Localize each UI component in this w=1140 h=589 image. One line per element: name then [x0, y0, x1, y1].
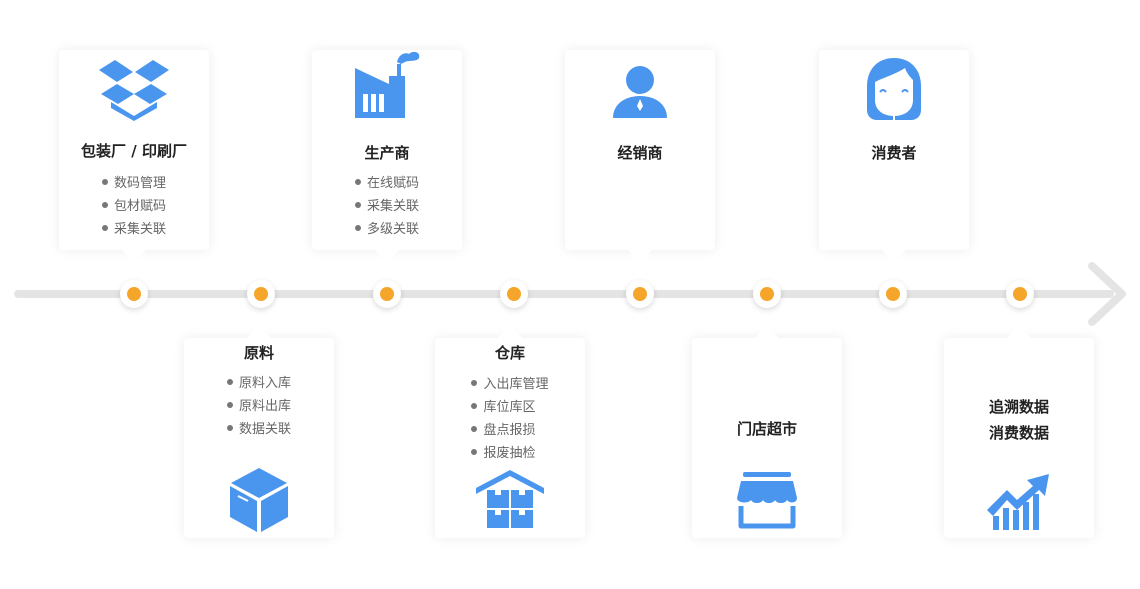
stage-feature-list: 入出库管理 库位库区 盘点报损 报废抽检 [435, 373, 585, 465]
feature-item: 原料入库 [227, 372, 291, 395]
feature-item: 采集关联 [102, 218, 166, 241]
open-box-icon [59, 60, 209, 122]
stage-feature-list: 在线赋码 采集关联 多级关联 [312, 172, 462, 241]
arrow-right-icon [1088, 262, 1126, 326]
timeline-node-7 [879, 280, 907, 308]
feature-item: 报废抽检 [471, 442, 548, 465]
feature-item: 盘点报损 [471, 419, 548, 442]
cube-icon [184, 468, 334, 532]
consumer-face-icon [819, 58, 969, 120]
stage-card-packaging: 包装厂 / 印刷厂 数码管理 包材赋码 采集关联 [59, 50, 209, 262]
feature-item: 库位库区 [471, 396, 548, 419]
feature-item: 采集关联 [355, 195, 419, 218]
stage-card-raw-materials: 原料 原料入库 原料出库 数据关联 [184, 326, 334, 538]
timeline-node-4 [500, 280, 528, 308]
stage-feature-list: 原料入库 原料出库 数据关联 [184, 372, 334, 441]
stage-title-line-2: 消费数据 [988, 424, 1049, 442]
feature-item: 数码管理 [102, 172, 166, 195]
stage-card-warehouse: 仓库 入出库管理 库位库区 盘点报损 报废抽检 [435, 326, 585, 538]
timeline-node-2 [247, 280, 275, 308]
stage-title: 原料 [243, 344, 274, 362]
timeline-node-6 [753, 280, 781, 308]
feature-item: 在线赋码 [355, 172, 419, 195]
stage-card-manufacturer: 生产商 在线赋码 采集关联 多级关联 [312, 50, 462, 262]
feature-item: 数据关联 [227, 418, 291, 441]
feature-item: 入出库管理 [471, 373, 548, 396]
timeline-node-5 [626, 280, 654, 308]
warehouse-icon [435, 470, 585, 530]
stage-title: 包装厂 / 印刷厂 [81, 142, 187, 160]
business-person-icon [565, 66, 715, 120]
stage-card-store: 门店超市 [692, 326, 842, 538]
stage-title: 经销商 [617, 144, 663, 162]
feature-item: 包材赋码 [102, 195, 166, 218]
stage-card-distributor: 经销商 [565, 50, 715, 262]
stage-title: 生产商 [364, 144, 410, 162]
timeline-track [14, 290, 1114, 298]
growth-chart-icon [944, 472, 1094, 530]
feature-item: 原料出库 [227, 395, 291, 418]
stage-title: 门店超市 [736, 420, 797, 438]
stage-title: 仓库 [494, 344, 525, 362]
storefront-icon [692, 472, 842, 530]
feature-item: 多级关联 [355, 218, 419, 241]
stage-card-consumer: 消费者 [819, 50, 969, 262]
stage-card-data: 追溯数据 消费数据 [944, 326, 1094, 538]
stage-title: 消费者 [871, 144, 917, 162]
factory-icon [312, 50, 462, 120]
timeline-node-1 [120, 280, 148, 308]
stage-title-line-1: 追溯数据 [988, 398, 1049, 416]
timeline-node-8 [1006, 280, 1034, 308]
stage-feature-list: 数码管理 包材赋码 采集关联 [59, 172, 209, 241]
timeline-node-3 [373, 280, 401, 308]
